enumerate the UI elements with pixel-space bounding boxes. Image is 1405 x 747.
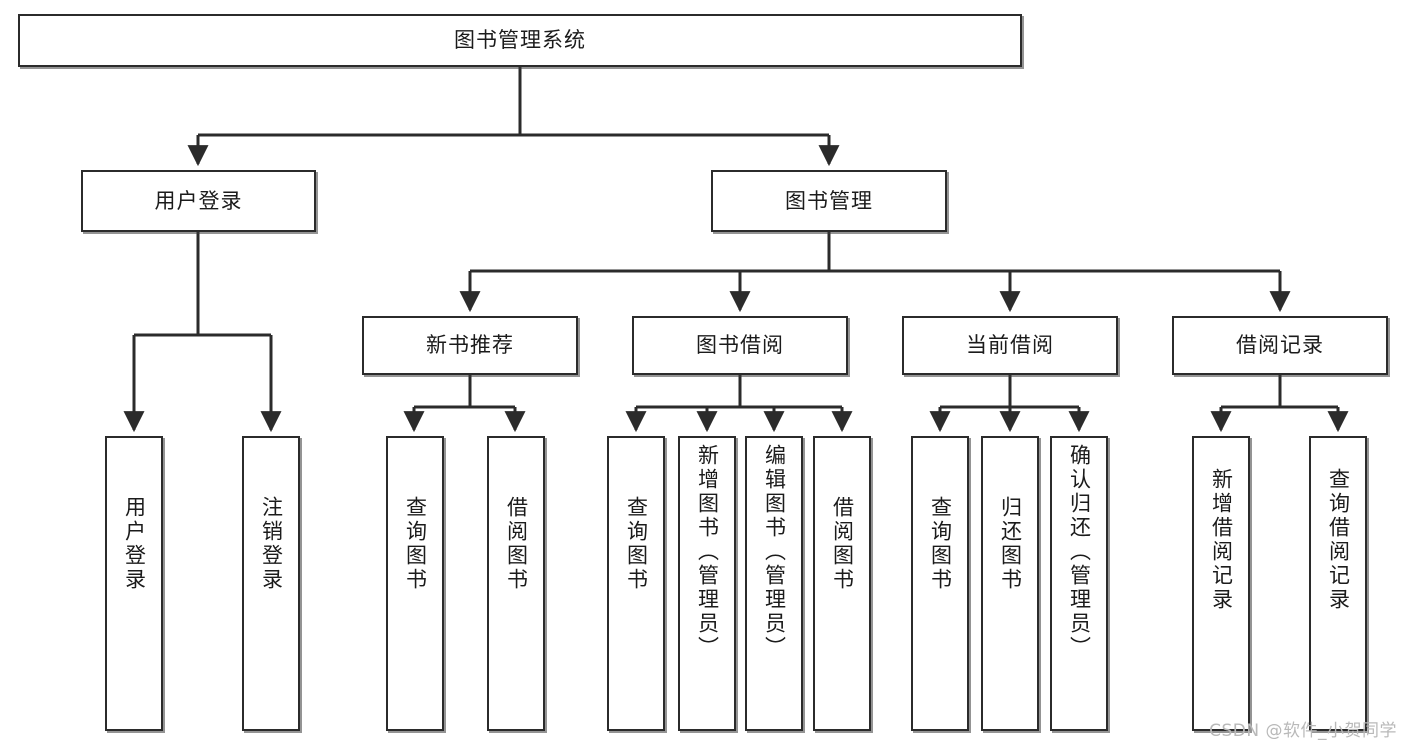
node-current-borrow[interactable]: 当前借阅 <box>902 316 1118 375</box>
node-book-borrow-label: 图书借阅 <box>696 333 784 358</box>
node-leaf-query-record-label: 查询借阅记录 <box>1326 468 1351 612</box>
node-user-login-label: 用户登录 <box>154 188 243 213</box>
node-leaf-add-record[interactable]: 新增借阅记录 <box>1192 436 1250 731</box>
node-book-manage-label: 图书管理 <box>785 188 873 213</box>
node-leaf-query-book-3[interactable]: 查询图书 <box>911 436 969 731</box>
node-user-login[interactable]: 用户登录 <box>81 170 316 232</box>
node-leaf-borrow-book-1[interactable]: 借阅图书 <box>487 436 545 731</box>
node-leaf-confirm-return[interactable]: 确认归还（管理员） <box>1050 436 1108 731</box>
node-leaf-query-book-1-label: 查询图书 <box>403 496 428 592</box>
node-leaf-user-logout-label: 注销登录 <box>259 496 284 592</box>
node-leaf-add-book-label: 新增图书（管理员） <box>695 444 720 660</box>
node-leaf-add-record-label: 新增借阅记录 <box>1209 468 1234 612</box>
node-leaf-edit-book[interactable]: 编辑图书（管理员） <box>745 436 803 731</box>
watermark: CSDN @软件_小贺同学 <box>1209 721 1397 741</box>
node-leaf-return-book-label: 归还图书 <box>998 496 1023 592</box>
node-leaf-query-book-3-label: 查询图书 <box>928 496 953 592</box>
node-leaf-query-book-1[interactable]: 查询图书 <box>386 436 444 731</box>
node-leaf-query-record[interactable]: 查询借阅记录 <box>1309 436 1367 731</box>
node-leaf-borrow-book-1-label: 借阅图书 <box>504 496 529 592</box>
node-borrow-record[interactable]: 借阅记录 <box>1172 316 1388 375</box>
node-new-book-rec-label: 新书推荐 <box>426 333 514 358</box>
node-root-label: 图书管理系统 <box>454 28 586 53</box>
node-leaf-return-book[interactable]: 归还图书 <box>981 436 1039 731</box>
node-leaf-edit-book-label: 编辑图书（管理员） <box>762 444 787 660</box>
node-book-borrow[interactable]: 图书借阅 <box>632 316 848 375</box>
node-current-borrow-label: 当前借阅 <box>966 333 1054 358</box>
node-leaf-query-book-2-label: 查询图书 <box>624 496 649 592</box>
node-leaf-user-login[interactable]: 用户登录 <box>105 436 163 731</box>
node-leaf-borrow-book-2-label: 借阅图书 <box>830 496 855 592</box>
node-book-manage[interactable]: 图书管理 <box>711 170 947 232</box>
node-new-book-rec[interactable]: 新书推荐 <box>362 316 578 375</box>
node-root[interactable]: 图书管理系统 <box>18 14 1022 67</box>
node-leaf-confirm-return-label: 确认归还（管理员） <box>1067 444 1092 660</box>
node-leaf-user-logout[interactable]: 注销登录 <box>242 436 300 731</box>
node-leaf-query-book-2[interactable]: 查询图书 <box>607 436 665 731</box>
node-leaf-borrow-book-2[interactable]: 借阅图书 <box>813 436 871 731</box>
node-leaf-add-book[interactable]: 新增图书（管理员） <box>678 436 736 731</box>
node-borrow-record-label: 借阅记录 <box>1236 333 1324 358</box>
node-leaf-user-login-label: 用户登录 <box>122 496 147 592</box>
